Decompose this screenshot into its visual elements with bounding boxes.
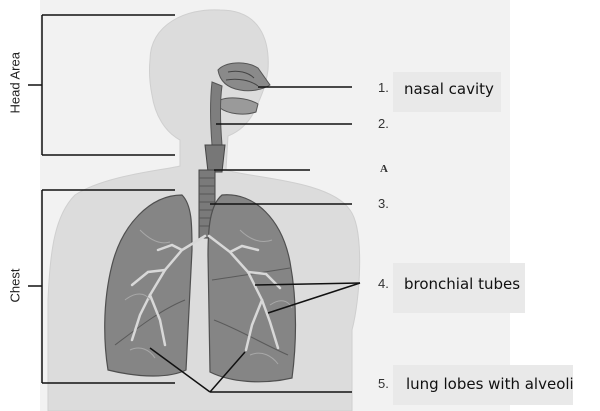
label-letter-a: A (380, 163, 388, 175)
pharynx-shape (211, 82, 223, 145)
label-number-2: 2. (378, 116, 389, 131)
answer-text-a (396, 156, 412, 168)
label-number-1: 1. (378, 80, 389, 95)
answer-text-5: lung lobes with alveoli (398, 369, 582, 399)
chest-label: Chest (8, 266, 23, 306)
label-number-4: 4. (378, 276, 389, 291)
larynx-shape (205, 145, 225, 172)
head-area-label: Head Area (8, 54, 23, 114)
answer-text-2 (396, 110, 412, 122)
answer-text-1: nasal cavity (396, 74, 502, 104)
label-number-3: 3. (378, 196, 389, 211)
answer-text-3 (396, 190, 412, 202)
label-number-5: 5. (378, 376, 389, 391)
answer-text-4: bronchial tubes (396, 269, 528, 299)
